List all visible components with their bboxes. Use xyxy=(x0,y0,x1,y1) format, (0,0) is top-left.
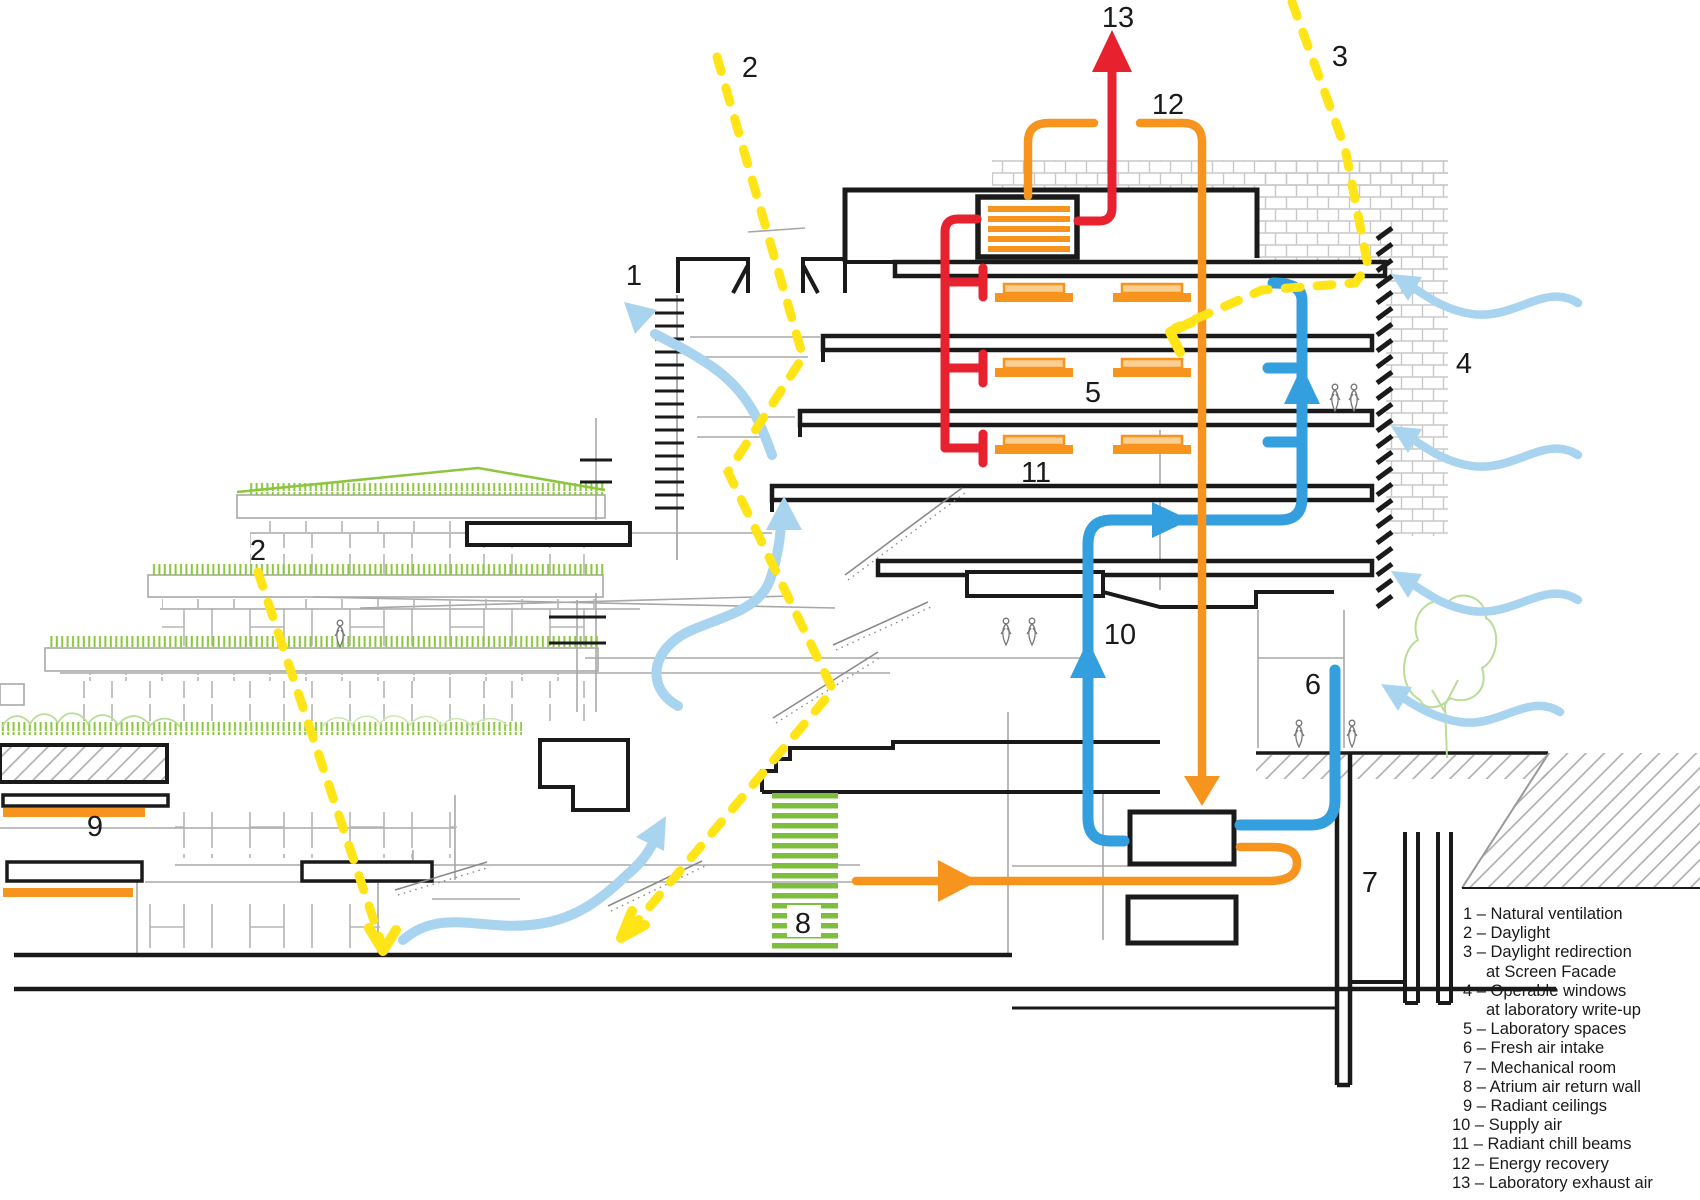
green-roofline xyxy=(236,466,606,494)
label-12: 12 xyxy=(1152,89,1184,121)
energy-recovery-drop xyxy=(1135,118,1207,787)
daylight-redirection-ray xyxy=(1170,0,1373,333)
legend-item: 5 – Laboratory spaces xyxy=(1463,1020,1627,1039)
legend-item: 10 – Supply air xyxy=(1452,1116,1563,1135)
label-4: 4 xyxy=(1456,348,1472,380)
label-7: 7 xyxy=(1362,867,1378,899)
atrium-air-return-wall xyxy=(772,793,838,949)
legend-item: 2 – Daylight xyxy=(1463,924,1551,943)
facade-hatch-line xyxy=(1375,225,1394,610)
daylight-ray-top xyxy=(625,52,839,935)
screen-facade-mesh xyxy=(992,160,1448,536)
atrium-floor-lines xyxy=(690,336,820,438)
air-handling-unit xyxy=(1125,894,1239,946)
return-air-pipe xyxy=(851,842,1302,886)
legend-item: 11 – Radiant chill beams xyxy=(1452,1135,1632,1154)
legend-item: 7 – Mechanical room xyxy=(1463,1058,1617,1077)
legend-item: 9 – Radiant ceilings xyxy=(1463,1097,1608,1116)
penthouse-outline xyxy=(842,187,1260,262)
label-2-left: 2 xyxy=(250,535,266,567)
supply-air-pipes xyxy=(1082,277,1341,847)
daylight-arrowheads xyxy=(364,317,1197,956)
label-1: 1 xyxy=(626,260,642,292)
daylight-ray-left xyxy=(253,567,388,953)
legend-item: 6 – Fresh air intake xyxy=(1463,1039,1605,1058)
label-6: 6 xyxy=(1305,669,1321,701)
daylight-rays xyxy=(253,0,1373,953)
supply-air-arrowheads xyxy=(1070,366,1320,678)
operable-window-breezes xyxy=(1387,276,1583,727)
radiant-chill-beams xyxy=(995,282,1191,454)
exhaust-air-duct xyxy=(940,57,1117,468)
label-10: 10 xyxy=(1104,619,1136,651)
energy-recovery-coils xyxy=(988,206,1070,252)
legend-item: 12 – Energy recovery xyxy=(1452,1154,1609,1173)
label-9: 9 xyxy=(87,811,103,843)
legend-item: 1 – Natural ventilation xyxy=(1463,905,1623,923)
laboratory-tower-structure xyxy=(676,187,1388,794)
shrubs-icon xyxy=(1,712,181,728)
shrubs-icon xyxy=(321,715,509,729)
stairs xyxy=(394,487,966,912)
label-8: 8 xyxy=(795,908,811,940)
ground-return-arrow xyxy=(398,833,661,945)
tree-icon xyxy=(1403,594,1498,759)
light-blue-arrowheads xyxy=(624,274,1422,851)
legend-item: 8 – Atrium air return wall xyxy=(1463,1077,1641,1096)
podium-structure xyxy=(0,521,632,883)
radiant-ceilings xyxy=(3,808,145,897)
supply-air-riser xyxy=(1082,277,1308,847)
label-3: 3 xyxy=(1332,41,1348,73)
fresh-air-intake-pipe xyxy=(1234,664,1341,831)
legend: 1 – Natural ventilation 2 – Daylight 3 –… xyxy=(1452,905,1700,1193)
number-labels: 13 12 3 2 1 4 5 11 2 10 6 9 8 7 xyxy=(87,2,1472,940)
green-roof-plantings xyxy=(0,466,606,735)
natural-ventilation-flows xyxy=(398,276,1583,945)
ground-slab-lines xyxy=(14,590,1556,1010)
roof-monitor xyxy=(676,257,750,294)
atrium-stack-arrow xyxy=(651,519,786,711)
atrium-roof xyxy=(760,740,1160,794)
roof-monitor xyxy=(801,257,847,294)
legend-item: 13 – Laboratory exhaust air xyxy=(1452,1173,1653,1192)
energy-recovery-pipes xyxy=(851,118,1302,886)
label-11: 11 xyxy=(1021,457,1051,489)
air-handling-unit xyxy=(1127,809,1237,867)
interior-partition-grids xyxy=(60,519,602,953)
site-earth-hatch xyxy=(1256,752,1700,889)
label-5: 5 xyxy=(1085,377,1101,409)
label-2-top: 2 xyxy=(742,52,758,84)
mechanical-room xyxy=(1125,753,1453,1088)
label-13: 13 xyxy=(1102,2,1134,34)
orange-arrowheads xyxy=(938,776,1220,902)
exhaust-arrowhead xyxy=(1092,30,1132,72)
